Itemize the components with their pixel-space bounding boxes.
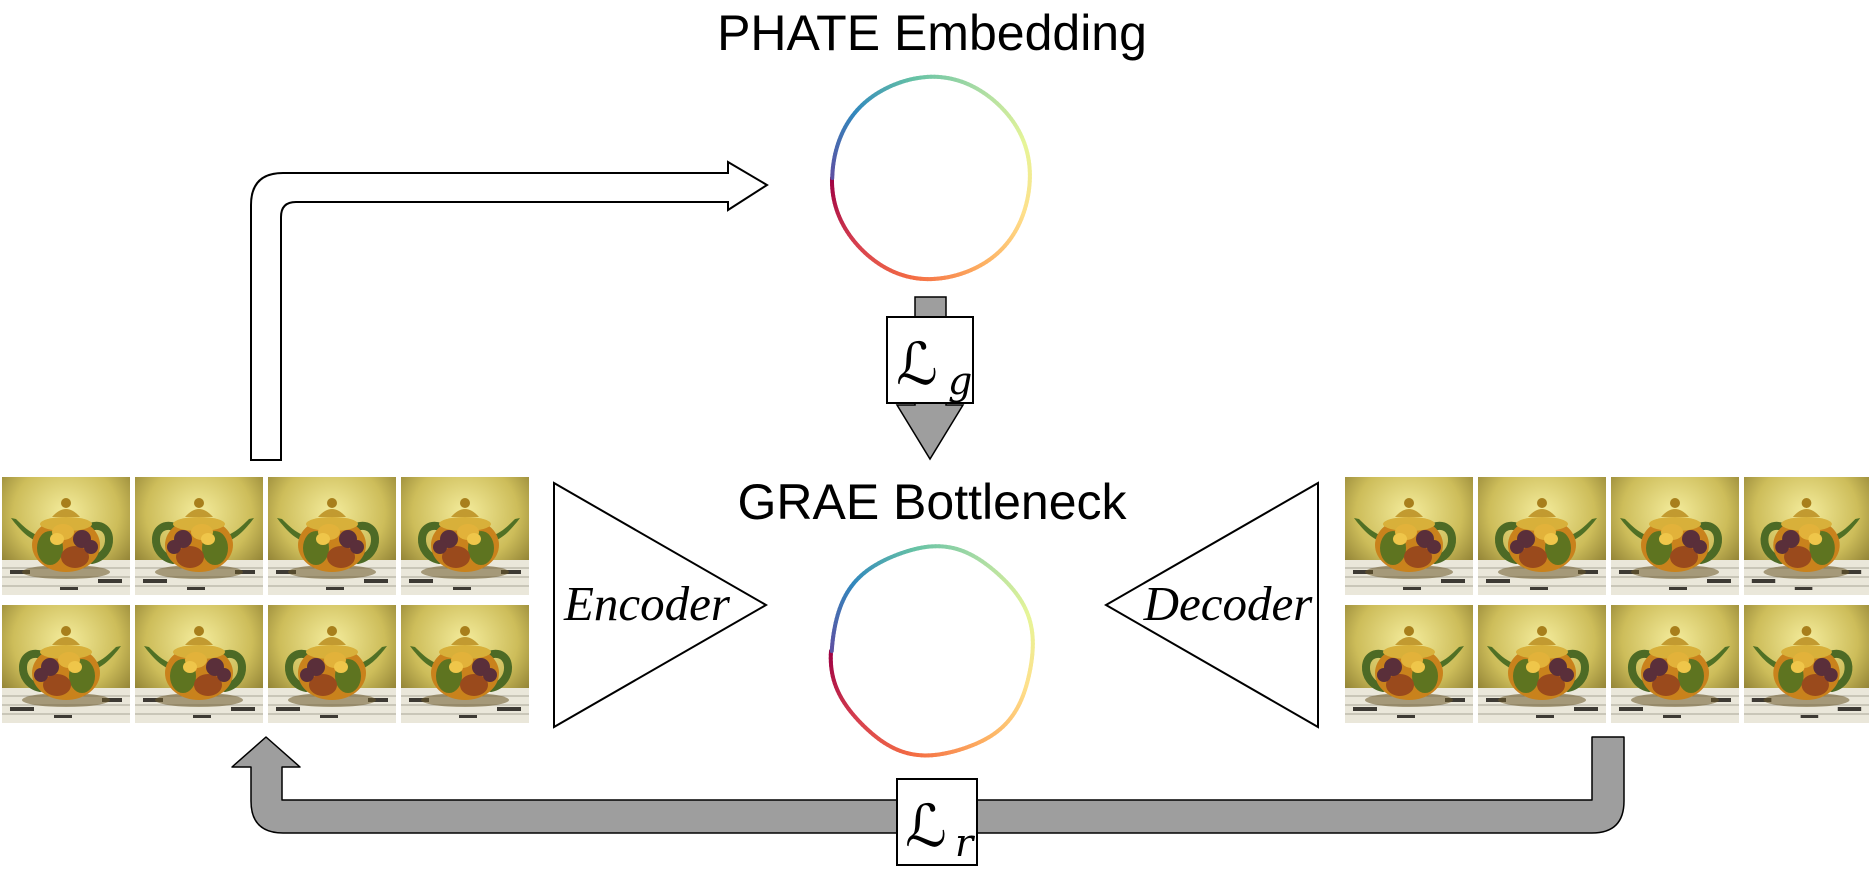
output-teapot-image bbox=[1744, 477, 1869, 595]
input-teapot-image bbox=[268, 477, 396, 595]
phate-embedding-ring bbox=[829, 74, 1032, 282]
input-teapot-image bbox=[135, 477, 263, 595]
output-teapot-image bbox=[1744, 605, 1869, 723]
output-teapot-image bbox=[1345, 605, 1473, 723]
grae-bottleneck-ring bbox=[828, 544, 1035, 758]
output-teapot-image bbox=[1345, 477, 1473, 595]
encoder-block: Encoder bbox=[553, 481, 769, 729]
input-teapot-image bbox=[268, 605, 396, 723]
reconstruction-loss-symbol: ℒ bbox=[905, 792, 947, 860]
reconstruction-loss-subscript: r bbox=[955, 821, 976, 865]
geometric-loss-symbol: ℒ bbox=[896, 330, 938, 398]
output-teapot-image bbox=[1611, 605, 1739, 723]
decoder-label: Decoder bbox=[1143, 576, 1314, 631]
input-teapot-image bbox=[2, 477, 130, 595]
input-teapot-image bbox=[401, 477, 529, 595]
reconstruction-loss-box: ℒ r bbox=[896, 778, 978, 866]
output-image-grid bbox=[1345, 477, 1869, 723]
encoder-label: Encoder bbox=[563, 576, 731, 631]
input-image-grid bbox=[2, 477, 529, 723]
reconstruction-loss-arrow bbox=[231, 736, 1625, 834]
output-teapot-image bbox=[1478, 477, 1606, 595]
phate-embedding-title: PHATE Embedding bbox=[717, 5, 1147, 61]
decoder-block: Decoder bbox=[1103, 481, 1319, 729]
input-teapot-image bbox=[401, 605, 529, 723]
output-teapot-image bbox=[1611, 477, 1739, 595]
input-teapot-image bbox=[135, 605, 263, 723]
phate-input-arrow bbox=[250, 160, 769, 461]
geometric-loss-box: ℒ g bbox=[886, 316, 974, 404]
input-teapot-image bbox=[2, 605, 130, 723]
geometric-loss-subscript: g bbox=[948, 359, 972, 403]
output-teapot-image bbox=[1478, 605, 1606, 723]
grae-bottleneck-title: GRAE Bottleneck bbox=[737, 474, 1127, 530]
